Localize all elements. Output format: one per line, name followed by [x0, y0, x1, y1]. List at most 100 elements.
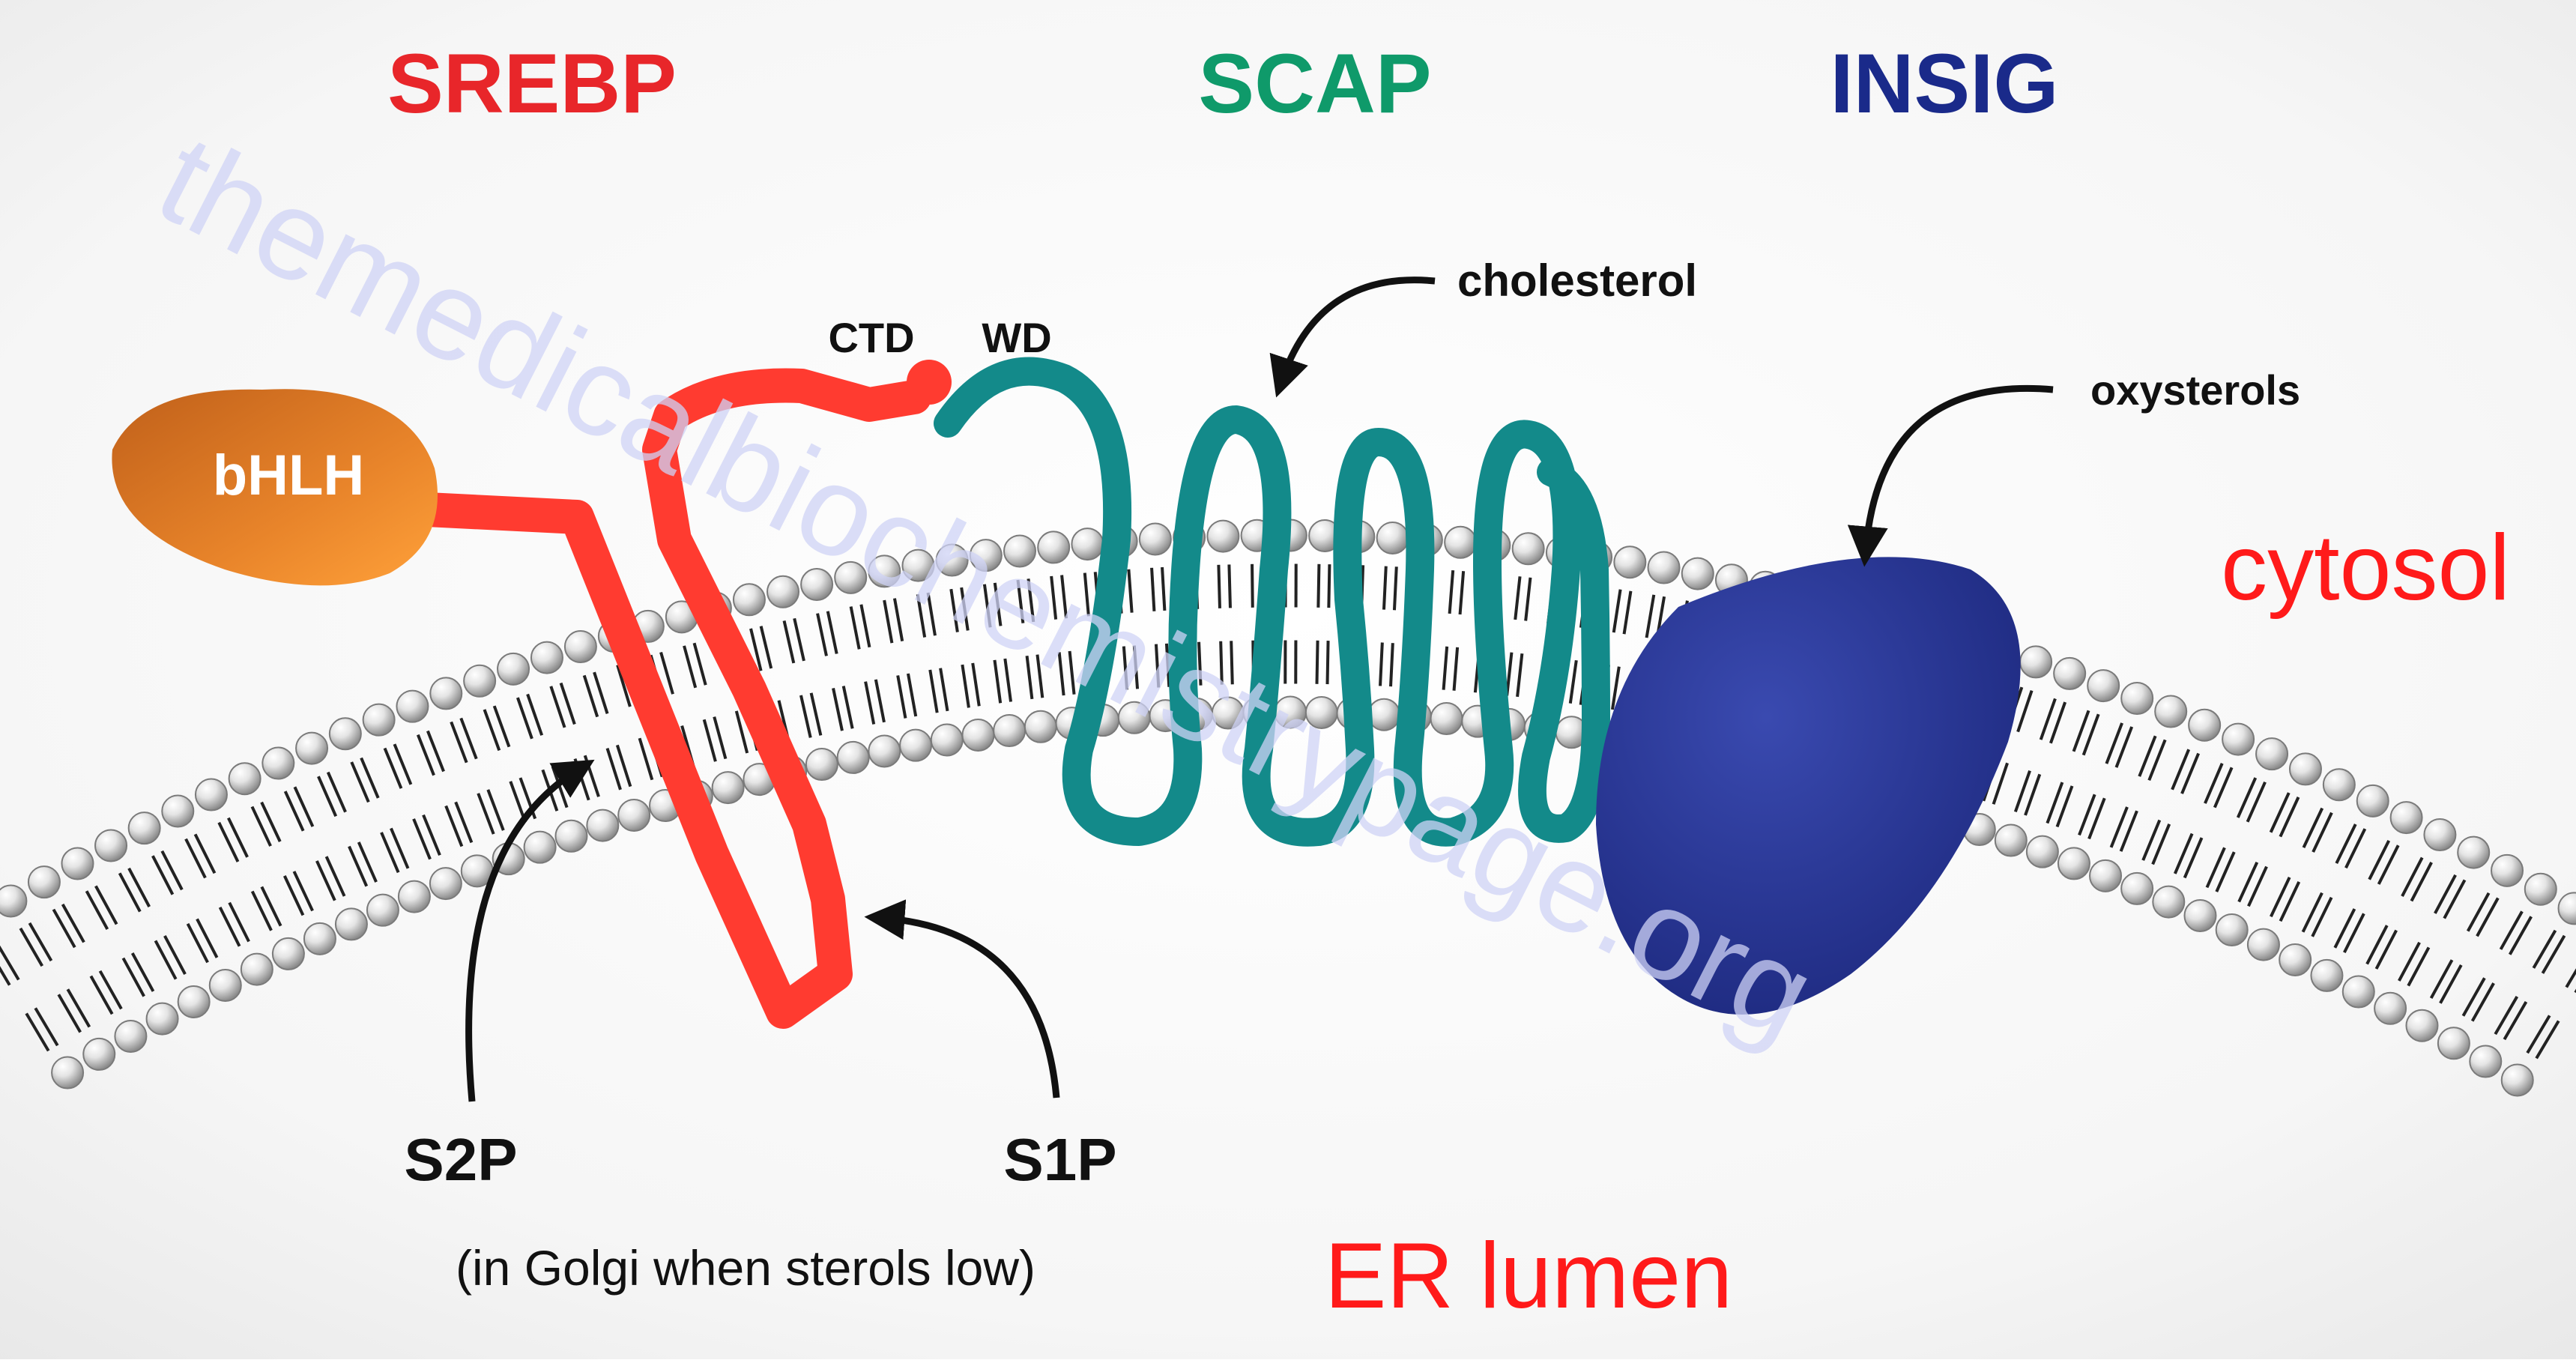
lipid-head [713, 772, 744, 803]
lipid-head [555, 820, 587, 852]
lipid-head [2027, 836, 2058, 868]
lipid-head [464, 665, 495, 697]
lipid-head [115, 1021, 146, 1052]
lipid-head [1648, 552, 1680, 584]
lipid-head [1431, 703, 1463, 734]
wd-label: WD [982, 314, 1051, 361]
lipid-head [0, 885, 26, 916]
oxysterols-label: oxysterols [2090, 366, 2300, 414]
golgi-note: (in Golgi when sterols low) [456, 1240, 1035, 1296]
lipid-head [304, 923, 336, 955]
lipid-head [2525, 874, 2557, 905]
lipid-head [1513, 533, 1544, 564]
lipid-head [396, 691, 428, 722]
lipid-head [498, 653, 529, 685]
lipid-head [2184, 900, 2216, 931]
srebp-label: SREBP [387, 37, 677, 130]
lipid-head [1995, 825, 2027, 856]
bhlh-label: bHLH [213, 444, 365, 507]
lipid-head [28, 866, 60, 898]
lipid-head [162, 796, 193, 827]
lipid-head [2054, 658, 2085, 689]
lipid-head [196, 779, 227, 811]
lipid-head [241, 954, 273, 985]
lipid-tail [1218, 565, 1220, 608]
lipid-head [2357, 785, 2389, 817]
lipid-head [931, 725, 963, 756]
lipid-head [2058, 847, 2090, 879]
ctd-label: CTD [828, 314, 914, 361]
lipid-tail [1318, 564, 1319, 608]
lipid-head [2121, 683, 2153, 714]
lipid-head [2311, 960, 2342, 991]
lipid-head [2290, 753, 2321, 785]
lipid-head [2216, 914, 2248, 946]
lipid-head [129, 812, 160, 844]
lipid-head [531, 642, 563, 674]
lipid-head [767, 576, 799, 608]
lipid-head [1614, 546, 1645, 578]
lipid-head [95, 829, 127, 861]
lipid-head [430, 677, 462, 709]
lipid-head [2189, 710, 2220, 741]
lipid-tail [1252, 564, 1253, 608]
lipid-head [2470, 1046, 2501, 1078]
cytosol-label: cytosol [2221, 516, 2510, 620]
lipid-head [587, 810, 618, 841]
lipid-head [2279, 944, 2311, 976]
lipid-head [61, 847, 93, 879]
lipid-head [1140, 523, 1171, 554]
lipid-tail [1394, 566, 1397, 610]
lipid-tail [1384, 566, 1386, 610]
lipid-head [178, 986, 210, 1018]
lipid-head [2020, 646, 2052, 677]
lipid-head [962, 719, 994, 751]
lipid-tail [1380, 642, 1382, 686]
lipid-head [147, 1003, 178, 1035]
lipid-head [363, 704, 395, 736]
s2p-label: S2P [404, 1126, 517, 1193]
lipid-head [868, 735, 900, 767]
lipid-head [2153, 886, 2184, 918]
lipid-head [1445, 527, 1476, 558]
lipid-head [430, 868, 462, 899]
insig-label: INSIG [1830, 37, 2059, 130]
lipid-tail [1328, 564, 1329, 608]
lipid-head [2155, 696, 2186, 728]
lipid-head [618, 800, 650, 831]
lipid-head [2256, 738, 2288, 770]
lipid-head [273, 938, 304, 970]
lipid-head [2222, 724, 2254, 755]
lipid-head [52, 1057, 83, 1089]
lipid-head [2424, 819, 2455, 850]
lipid-head [296, 733, 327, 764]
lipid-head [2391, 802, 2422, 833]
lipid-head [2438, 1027, 2470, 1059]
lipid-head [2491, 855, 2523, 886]
lipid-head [1377, 522, 1409, 554]
lipid-head [2458, 837, 2489, 868]
lipid-head [838, 742, 869, 773]
lipid-head [336, 908, 367, 940]
cholesterol-label: cholesterol [1457, 256, 1697, 306]
s1p-label: S1P [1003, 1126, 1116, 1193]
er-lumen-label: ER lumen [1325, 1224, 1732, 1328]
lipid-head [210, 970, 241, 1001]
lipid-head [2374, 993, 2406, 1024]
lipid-head [399, 881, 430, 913]
lipid-head [229, 763, 261, 794]
lipid-head [2502, 1064, 2533, 1095]
lipid-head [2121, 873, 2153, 904]
lipid-head [994, 715, 1025, 746]
lipid-tail [1391, 643, 1393, 686]
lipid-head [2087, 670, 2119, 701]
lipid-head [806, 749, 838, 780]
srebp-ctd-knob [907, 360, 952, 405]
lipid-head [565, 631, 596, 662]
lipid-head [83, 1039, 115, 1070]
lipid-head [2343, 976, 2374, 1008]
lipid-head [262, 748, 294, 779]
lipid-head [2323, 769, 2355, 800]
